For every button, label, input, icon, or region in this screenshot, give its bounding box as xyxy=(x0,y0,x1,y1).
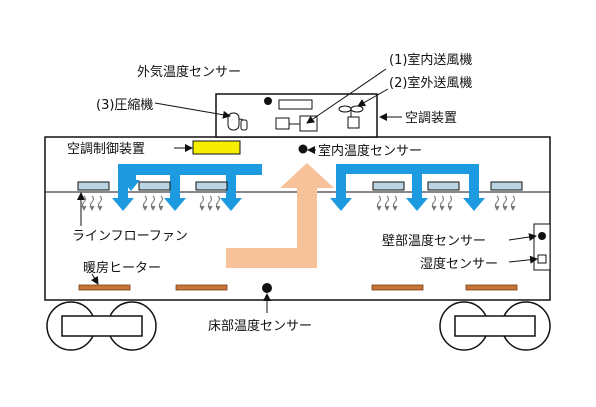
fan-unit xyxy=(372,181,405,191)
heater-bar xyxy=(465,284,518,291)
fan-unit xyxy=(490,181,523,191)
indoor-fan-label: (1)室内送風機 xyxy=(389,52,472,68)
humidity-sensor-square xyxy=(537,254,547,264)
breeze-icon xyxy=(207,195,213,211)
heater-bar xyxy=(175,284,228,291)
floor-temp-sensor-label: 床部温度センサー xyxy=(208,318,312,334)
wall-temp-sensor-label: 壁部温度センサー xyxy=(382,233,486,249)
breeze-icon xyxy=(215,195,221,211)
breeze-icon xyxy=(447,195,453,211)
heaters xyxy=(78,284,518,291)
breeze-icon xyxy=(97,195,103,211)
compressor-label: (3)圧縮機 xyxy=(96,97,153,113)
indoor-temp-sensor-dot xyxy=(298,144,308,154)
ac-controller-label: 空調制御装置 xyxy=(67,142,145,157)
outdoor-temp-sensor-label: 外気温度センサー xyxy=(137,64,241,80)
heater-bar xyxy=(78,284,131,291)
indoor-fan-box xyxy=(278,99,313,110)
fan-unit xyxy=(195,181,228,191)
line-flow-fan-label: ラインフローファン xyxy=(72,229,188,244)
wall-temp-sensor-dot xyxy=(538,232,546,240)
left-airflow xyxy=(112,164,262,211)
wheel-icon xyxy=(439,301,551,351)
ac-unit-label: 空調装置 xyxy=(405,111,457,126)
breeze-icon xyxy=(142,195,148,211)
indoor-fan-unit-icon xyxy=(275,115,318,132)
breeze-icon xyxy=(199,195,205,211)
propeller-icon xyxy=(338,105,364,129)
breeze-icon xyxy=(158,195,164,211)
breeze-icon xyxy=(150,195,156,211)
warm-air-arrow xyxy=(226,163,334,268)
heater-bar xyxy=(371,284,424,291)
breeze-icon xyxy=(431,195,437,211)
outdoor-temp-sensor-dot xyxy=(264,97,272,105)
breeze-icon xyxy=(392,195,398,211)
breeze-icon xyxy=(494,195,500,211)
floor-temp-sensor-dot xyxy=(262,283,272,293)
indoor-temp-sensor-label: 室内温度センサー xyxy=(318,143,422,159)
breeze-icon xyxy=(89,195,95,211)
ac-unit xyxy=(215,93,378,138)
fan-unit xyxy=(77,181,110,191)
breeze-icon xyxy=(439,195,445,211)
outdoor-fan-label: (2)室外送風機 xyxy=(389,75,472,91)
wheel-icon xyxy=(46,301,157,351)
breeze-icon xyxy=(502,195,508,211)
right-airflow xyxy=(330,164,485,211)
breeze-icons xyxy=(81,195,516,211)
breeze-icon xyxy=(384,195,390,211)
breeze-icon xyxy=(510,195,516,211)
breeze-icon xyxy=(376,195,382,211)
fan-unit xyxy=(427,181,460,191)
heater-label: 暖房ヒーター xyxy=(83,260,161,276)
ac-controller-box xyxy=(192,140,241,155)
breeze-icon xyxy=(81,195,87,211)
fan-unit xyxy=(138,181,171,191)
leader-lines xyxy=(77,68,538,313)
humidity-sensor-label: 湿度センサー xyxy=(420,256,498,272)
line-flow-fans xyxy=(77,181,523,191)
